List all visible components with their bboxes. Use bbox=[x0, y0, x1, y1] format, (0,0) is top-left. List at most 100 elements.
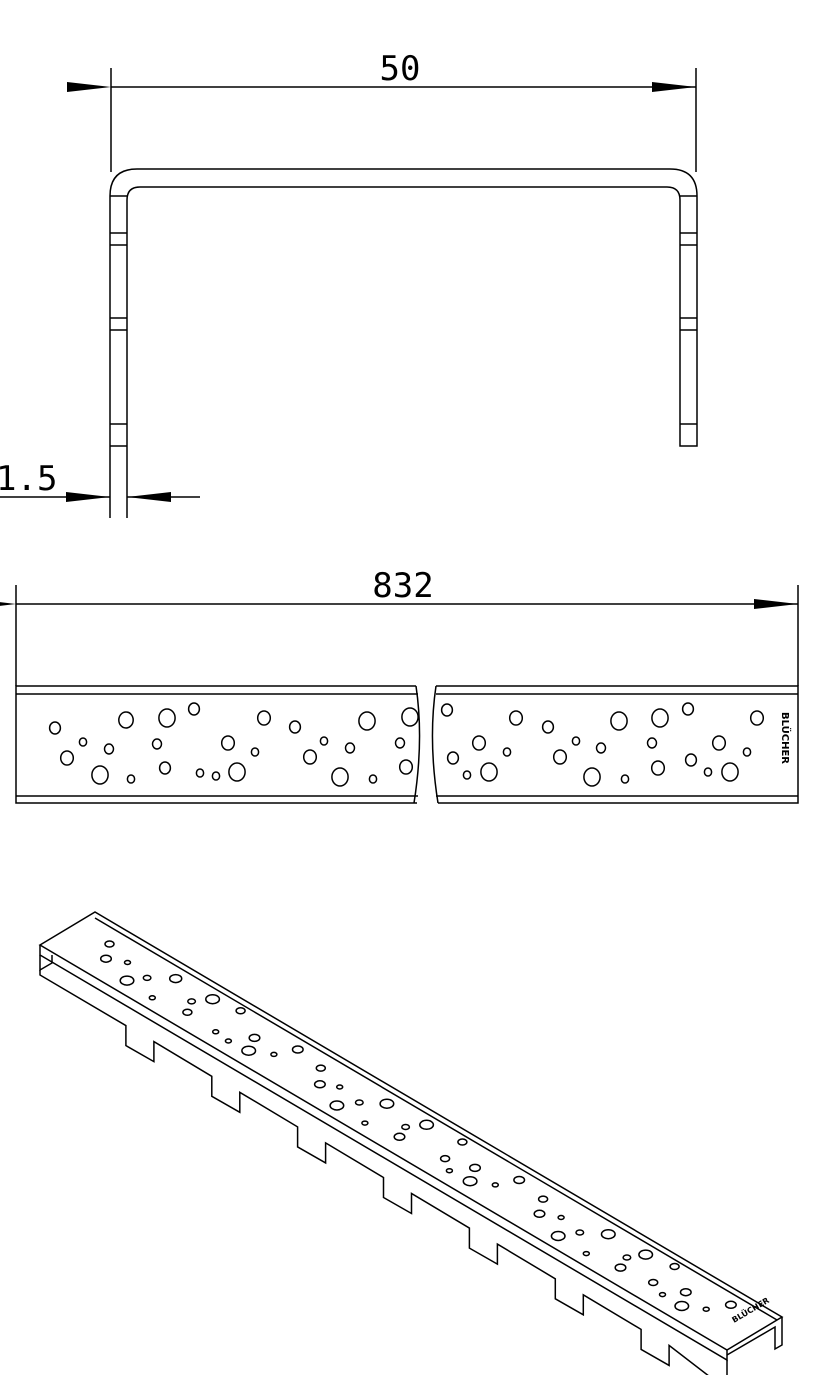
hole bbox=[749, 710, 765, 726]
iso-hole bbox=[142, 974, 152, 982]
iso-hole bbox=[550, 1230, 566, 1242]
iso-hole bbox=[669, 1262, 680, 1271]
iso-hole bbox=[329, 1100, 345, 1111]
perforation-holes bbox=[48, 702, 765, 787]
grate-back-edge-line bbox=[94, 917, 778, 1321]
iso-hole bbox=[491, 1182, 500, 1188]
hole bbox=[440, 703, 454, 717]
hole bbox=[59, 750, 75, 766]
end-slot bbox=[39, 955, 53, 972]
thickness-dimension: 1.5 bbox=[0, 459, 200, 502]
hole bbox=[651, 708, 669, 728]
iso-hole bbox=[614, 1263, 627, 1272]
iso-hole bbox=[401, 1123, 411, 1131]
iso-hole bbox=[462, 1175, 478, 1187]
iso-hole bbox=[537, 1195, 549, 1203]
iso-hole bbox=[674, 1300, 690, 1312]
iso-hole bbox=[270, 1051, 278, 1058]
hole bbox=[583, 767, 601, 787]
hole bbox=[331, 767, 349, 787]
iso-hole bbox=[313, 1080, 326, 1089]
hole bbox=[358, 711, 376, 731]
hole bbox=[610, 711, 628, 731]
width-dimension-label: 50 bbox=[380, 49, 421, 89]
grate-plate: BLÜCHER bbox=[15, 685, 799, 804]
hole bbox=[711, 735, 727, 751]
iso-hole bbox=[379, 1098, 395, 1109]
iso-hole bbox=[148, 995, 157, 1001]
hole bbox=[118, 711, 134, 729]
hole bbox=[703, 767, 713, 777]
hole bbox=[446, 751, 460, 765]
hole bbox=[256, 710, 272, 726]
iso-perforation-holes bbox=[99, 940, 737, 1312]
hole bbox=[319, 736, 329, 746]
iso-hole bbox=[533, 1209, 546, 1219]
iso-hole bbox=[622, 1254, 632, 1261]
hole bbox=[681, 702, 695, 716]
hole bbox=[344, 742, 356, 754]
iso-hole bbox=[638, 1249, 654, 1260]
hole bbox=[471, 735, 487, 751]
iso-hole bbox=[600, 1228, 616, 1240]
iso-hole bbox=[724, 1300, 737, 1310]
iso-hole bbox=[315, 1064, 327, 1072]
iso-hole bbox=[224, 1038, 233, 1044]
width-dimension: 50 bbox=[67, 49, 697, 172]
iso-hole bbox=[182, 1008, 193, 1017]
skirt-outline bbox=[39, 970, 709, 1375]
hole bbox=[595, 742, 607, 754]
hole bbox=[103, 743, 115, 755]
iso-hole bbox=[187, 998, 197, 1005]
iso-hole bbox=[557, 1214, 565, 1221]
hole bbox=[187, 702, 201, 716]
iso-hole bbox=[658, 1291, 667, 1298]
iso-hole bbox=[235, 1006, 246, 1015]
iso-hole bbox=[393, 1132, 406, 1142]
hole bbox=[480, 762, 498, 782]
iso-hole bbox=[582, 1250, 591, 1257]
hole bbox=[541, 720, 555, 734]
hole bbox=[195, 768, 205, 778]
iso-hole bbox=[702, 1306, 710, 1312]
hole bbox=[302, 749, 318, 765]
hole bbox=[650, 760, 666, 776]
hole bbox=[502, 747, 512, 757]
iso-hole bbox=[335, 1084, 344, 1090]
u-channel-profile bbox=[109, 168, 698, 518]
hole bbox=[742, 747, 752, 757]
grate-front-lip bbox=[39, 945, 728, 1362]
iso-hole bbox=[575, 1229, 585, 1236]
iso-hole bbox=[123, 959, 132, 966]
hole bbox=[398, 759, 414, 775]
iso-hole bbox=[445, 1167, 454, 1174]
hole bbox=[250, 747, 260, 757]
iso-hole bbox=[439, 1154, 451, 1163]
thickness-dimension-label: 1.5 bbox=[0, 459, 57, 499]
section-view: 50 1.5 bbox=[0, 49, 698, 518]
hole bbox=[394, 737, 406, 749]
hole bbox=[151, 738, 163, 750]
grate-end-wall bbox=[726, 1317, 783, 1375]
iso-hole bbox=[468, 1163, 482, 1173]
hole bbox=[508, 710, 524, 726]
brand-logo: BLÜCHER bbox=[779, 712, 793, 764]
hole bbox=[228, 762, 246, 782]
iso-hole bbox=[241, 1045, 257, 1056]
iso-hole bbox=[361, 1120, 369, 1126]
plan-view: 832 BLÜCHER bbox=[0, 566, 799, 804]
iso-hole bbox=[211, 1029, 220, 1035]
hole bbox=[220, 735, 236, 751]
hole bbox=[401, 707, 419, 727]
iso-hole bbox=[104, 940, 115, 948]
hole bbox=[462, 770, 472, 780]
hole bbox=[48, 721, 62, 735]
iso-hole bbox=[679, 1287, 692, 1297]
iso-hole bbox=[419, 1119, 435, 1131]
iso-hole bbox=[119, 975, 135, 986]
iso-hole bbox=[248, 1033, 261, 1043]
grate-side-skirt bbox=[39, 970, 709, 1375]
iso-hole bbox=[354, 1099, 364, 1106]
hole bbox=[646, 737, 658, 749]
